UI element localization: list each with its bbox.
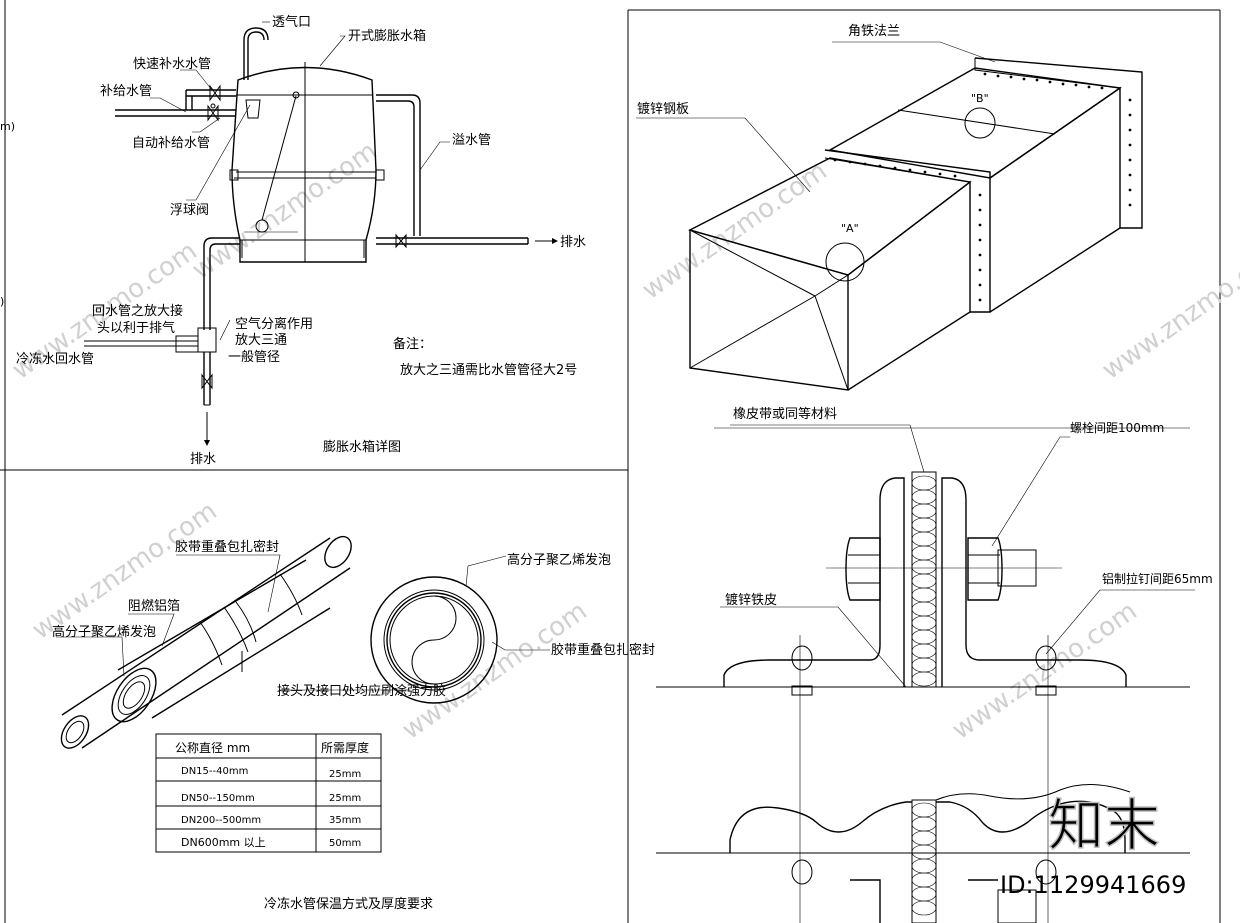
note-title: 备注： bbox=[393, 336, 432, 352]
label-overflow: 溢水管 bbox=[452, 133, 491, 148]
flange-joint-labels: 橡皮带或同等材料 螺栓间距100mm 镀锌铁皮 铝制拉钉间距65mm bbox=[725, 406, 1213, 608]
label-galvanized-steel-plate: 镀锌钢板 bbox=[637, 101, 689, 117]
caption-insulation: 冷冻水管保温方式及厚度要求 bbox=[264, 896, 433, 912]
label-fast-fill: 快速补水水管 bbox=[133, 57, 211, 72]
label-float-valve: 浮球阀 bbox=[170, 203, 209, 218]
label-drain-right: 排水 bbox=[560, 235, 586, 250]
label-pe-foam-right: 高分子聚乙烯发泡 bbox=[507, 552, 611, 568]
watermark-site: www.znzmo.com bbox=[397, 596, 593, 746]
label-air-sep-1: 空气分离作用 bbox=[235, 316, 313, 332]
caption-expansion-tank: 膨胀水箱详图 bbox=[323, 439, 401, 455]
watermark-logo: 知末 bbox=[1048, 794, 1160, 859]
table-cell: DN50--150mm bbox=[181, 793, 255, 804]
edge-text-2: ) bbox=[0, 295, 4, 308]
table-cell: 50mm bbox=[329, 838, 361, 849]
table-cell: 25mm bbox=[329, 793, 361, 804]
gasket-beads bbox=[911, 475, 937, 687]
expansion-tank-labels: 透气口 开式膨胀水箱 快速补水水管 补给水管 自动补给水管 溢水管 浮球阀 排水… bbox=[0, 14, 586, 467]
table-cell: DN200--500mm bbox=[181, 815, 261, 826]
label-detail-a: "A" bbox=[841, 222, 859, 235]
table-header-diameter: 公称直径 mm bbox=[175, 741, 250, 755]
watermark-site: www.znzmo.com bbox=[637, 156, 833, 306]
label-vent: 透气口 bbox=[272, 14, 311, 30]
label-fire-retardant-foil: 阻燃铝箔 bbox=[128, 598, 180, 614]
gasket-beads-lower bbox=[911, 802, 937, 916]
label-open-tank: 开式膨胀水箱 bbox=[348, 28, 426, 44]
duct-labels: 角铁法兰 镀锌钢板 "B" "A" bbox=[637, 24, 989, 235]
label-chilled-return: 冷冻水回水管 bbox=[16, 351, 94, 367]
watermark-site: www.znzmo.com bbox=[187, 136, 383, 286]
label-return-enlarged-1: 回水管之放大接 bbox=[92, 303, 183, 319]
table-header-thickness: 所需厚度 bbox=[321, 740, 369, 755]
label-pe-foam-left: 高分子聚乙烯发泡 bbox=[52, 624, 156, 640]
label-galvanized-sheet: 镀锌铁皮 bbox=[725, 592, 777, 608]
flange-joint-diagram bbox=[656, 424, 1195, 923]
label-auto-fill: 自动补给水管 bbox=[132, 136, 210, 151]
label-detail-b: "B" bbox=[971, 92, 989, 105]
label-bolt-spacing: 螺栓间距100mm bbox=[1070, 420, 1164, 435]
duct-rivets bbox=[833, 72, 1132, 302]
duct-diagram bbox=[636, 41, 1143, 391]
watermark-brand: 知末 ID:1129941669 bbox=[1000, 793, 1186, 899]
label-air-sep-3: 一般管径 bbox=[228, 349, 280, 365]
label-angle-flange: 角铁法兰 bbox=[848, 24, 900, 39]
table-cell: DN15--40mm bbox=[181, 766, 248, 777]
label-rubber-gasket: 橡皮带或同等材料 bbox=[733, 406, 837, 422]
watermark-site: www.znzmo.com bbox=[947, 596, 1143, 746]
table-cell: 25mm bbox=[329, 769, 361, 780]
edge-text-1: m) bbox=[0, 120, 15, 133]
note-text: 放大之三通需比水管管径大2号 bbox=[400, 363, 577, 378]
watermark-site: www.znzmo.com bbox=[27, 496, 223, 646]
insulation-diagram bbox=[56, 535, 550, 749]
expansion-tank-diagram bbox=[84, 21, 558, 446]
watermark-site: www.znzmo.com bbox=[1097, 236, 1240, 386]
watermark-id: ID:1129941669 bbox=[1000, 871, 1186, 899]
label-rivet-spacing: 铝制拉钉间距65mm bbox=[1102, 571, 1213, 586]
label-makeup: 补给水管 bbox=[100, 84, 152, 99]
label-return-enlarged-2: 头以利于排气 bbox=[97, 320, 175, 336]
label-tape-wrap-right: 胶带重叠包扎密封 bbox=[551, 642, 655, 658]
label-tape-wrap-top: 胶带重叠包扎密封 bbox=[175, 539, 279, 555]
label-air-sep-2: 放大三通 bbox=[235, 333, 287, 348]
label-drain-bottom: 排水 bbox=[190, 452, 216, 467]
table-cell: 35mm bbox=[329, 815, 361, 826]
table-cell: DN600mm 以上 bbox=[181, 836, 266, 849]
label-joint-adhesive-note: 接头及接口处均应刷涂强力胶 bbox=[277, 683, 446, 699]
insulation-labels: 胶带重叠包扎密封 阻燃铝箔 高分子聚乙烯发泡 高分子聚乙烯发泡 胶带重叠包扎密封… bbox=[52, 539, 655, 912]
thickness-table: 公称直径 mm 所需厚度 DN15--40mm 25mm DN50--150mm… bbox=[155, 733, 382, 853]
